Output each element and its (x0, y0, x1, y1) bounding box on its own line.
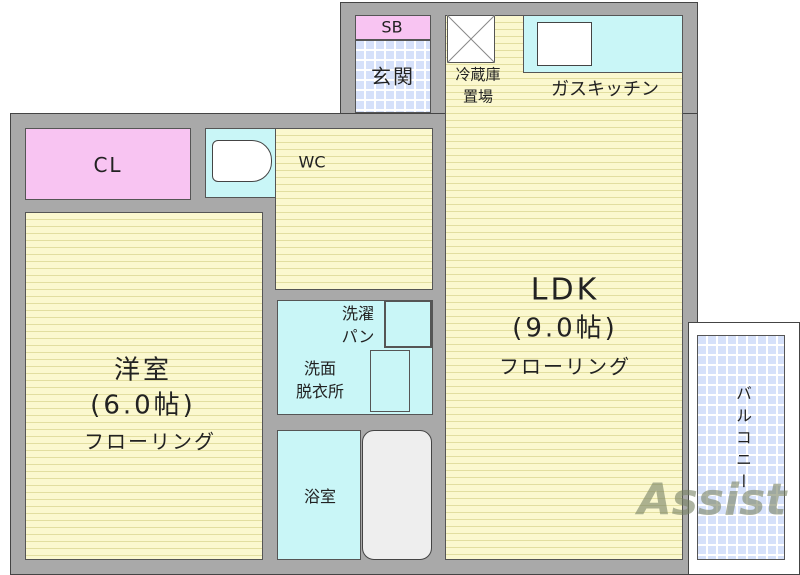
entrance-label: 玄関 (371, 64, 415, 89)
fridge-label: 冷蔵庫 (455, 65, 501, 84)
vanity-icon (370, 350, 410, 412)
washing-machine-pan-icon (384, 300, 432, 348)
ldk-floor: フローリング (499, 354, 631, 379)
bathroom (277, 430, 361, 560)
western-room (25, 212, 263, 560)
closet (25, 128, 191, 200)
balcony-label: バルコニー (733, 385, 752, 495)
washroom-label: 洗面 (303, 359, 337, 378)
sb-label: SB (381, 17, 403, 37)
hallway (275, 128, 433, 290)
fridge-label-2: 置場 (462, 87, 494, 106)
closet-label: CL (93, 153, 123, 177)
ldk-room (445, 15, 683, 560)
shoe-box (355, 15, 431, 40)
wc-label: WC (298, 152, 326, 172)
kitchen-label: ガスキッチン (551, 79, 659, 100)
toilet-icon (212, 140, 272, 182)
entrance (355, 40, 431, 113)
washpan-label-2: パン (341, 327, 375, 346)
western-room-floor: フローリング (84, 429, 216, 454)
fridge-space-icon (447, 15, 495, 63)
bath-label: 浴室 (303, 487, 337, 506)
bathtub-icon (362, 430, 432, 560)
western-room-name: 洋室 (113, 355, 173, 386)
ldk-size: (9.0帖) (512, 313, 618, 344)
washroom-label-2: 脱衣所 (295, 382, 345, 401)
western-room-size: (6.0帖) (90, 390, 196, 421)
sink-icon (537, 22, 592, 66)
assist-logo: Assist (637, 474, 787, 526)
washpan-label: 洗濯 (341, 304, 375, 323)
balcony (697, 335, 785, 560)
ldk-name: LDK (530, 272, 600, 308)
